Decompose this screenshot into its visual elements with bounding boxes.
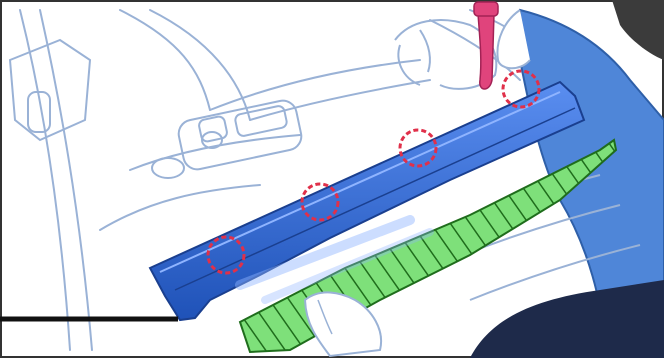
scuff-plate-illustration xyxy=(0,0,664,358)
illustration-stage xyxy=(0,0,664,358)
